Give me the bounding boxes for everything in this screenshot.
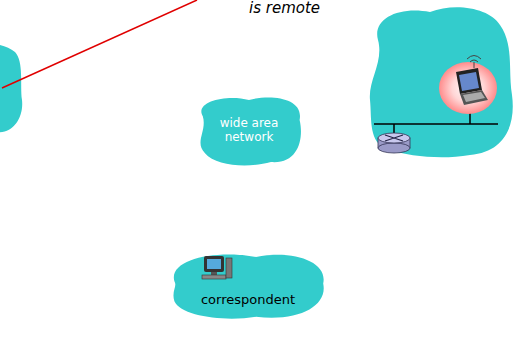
- lan-drop: [469, 106, 471, 124]
- visited-network-cloud: [370, 7, 513, 157]
- computer-symbol: [202, 256, 232, 279]
- lan-wire: [374, 123, 498, 125]
- node-label: correspondent: [201, 293, 295, 308]
- laptop-symbol: [456, 56, 488, 106]
- router-symbol: [378, 133, 410, 153]
- lan-drop: [393, 124, 395, 133]
- cloud-shape: [173, 254, 323, 318]
- home-network-cloud: [0, 44, 22, 133]
- mobile-glow: [439, 62, 497, 114]
- cloud-shape: [201, 97, 301, 165]
- callout-text: is remote: [249, 0, 320, 17]
- pointer-line: [2, 0, 197, 88]
- node-label: wide area network: [213, 117, 285, 145]
- host-cloud: correspondent: [168, 248, 328, 322]
- cloud-outline: [194, 94, 304, 168]
- network-cloud: wide area network: [194, 94, 304, 168]
- cloud-outline: [168, 248, 328, 322]
